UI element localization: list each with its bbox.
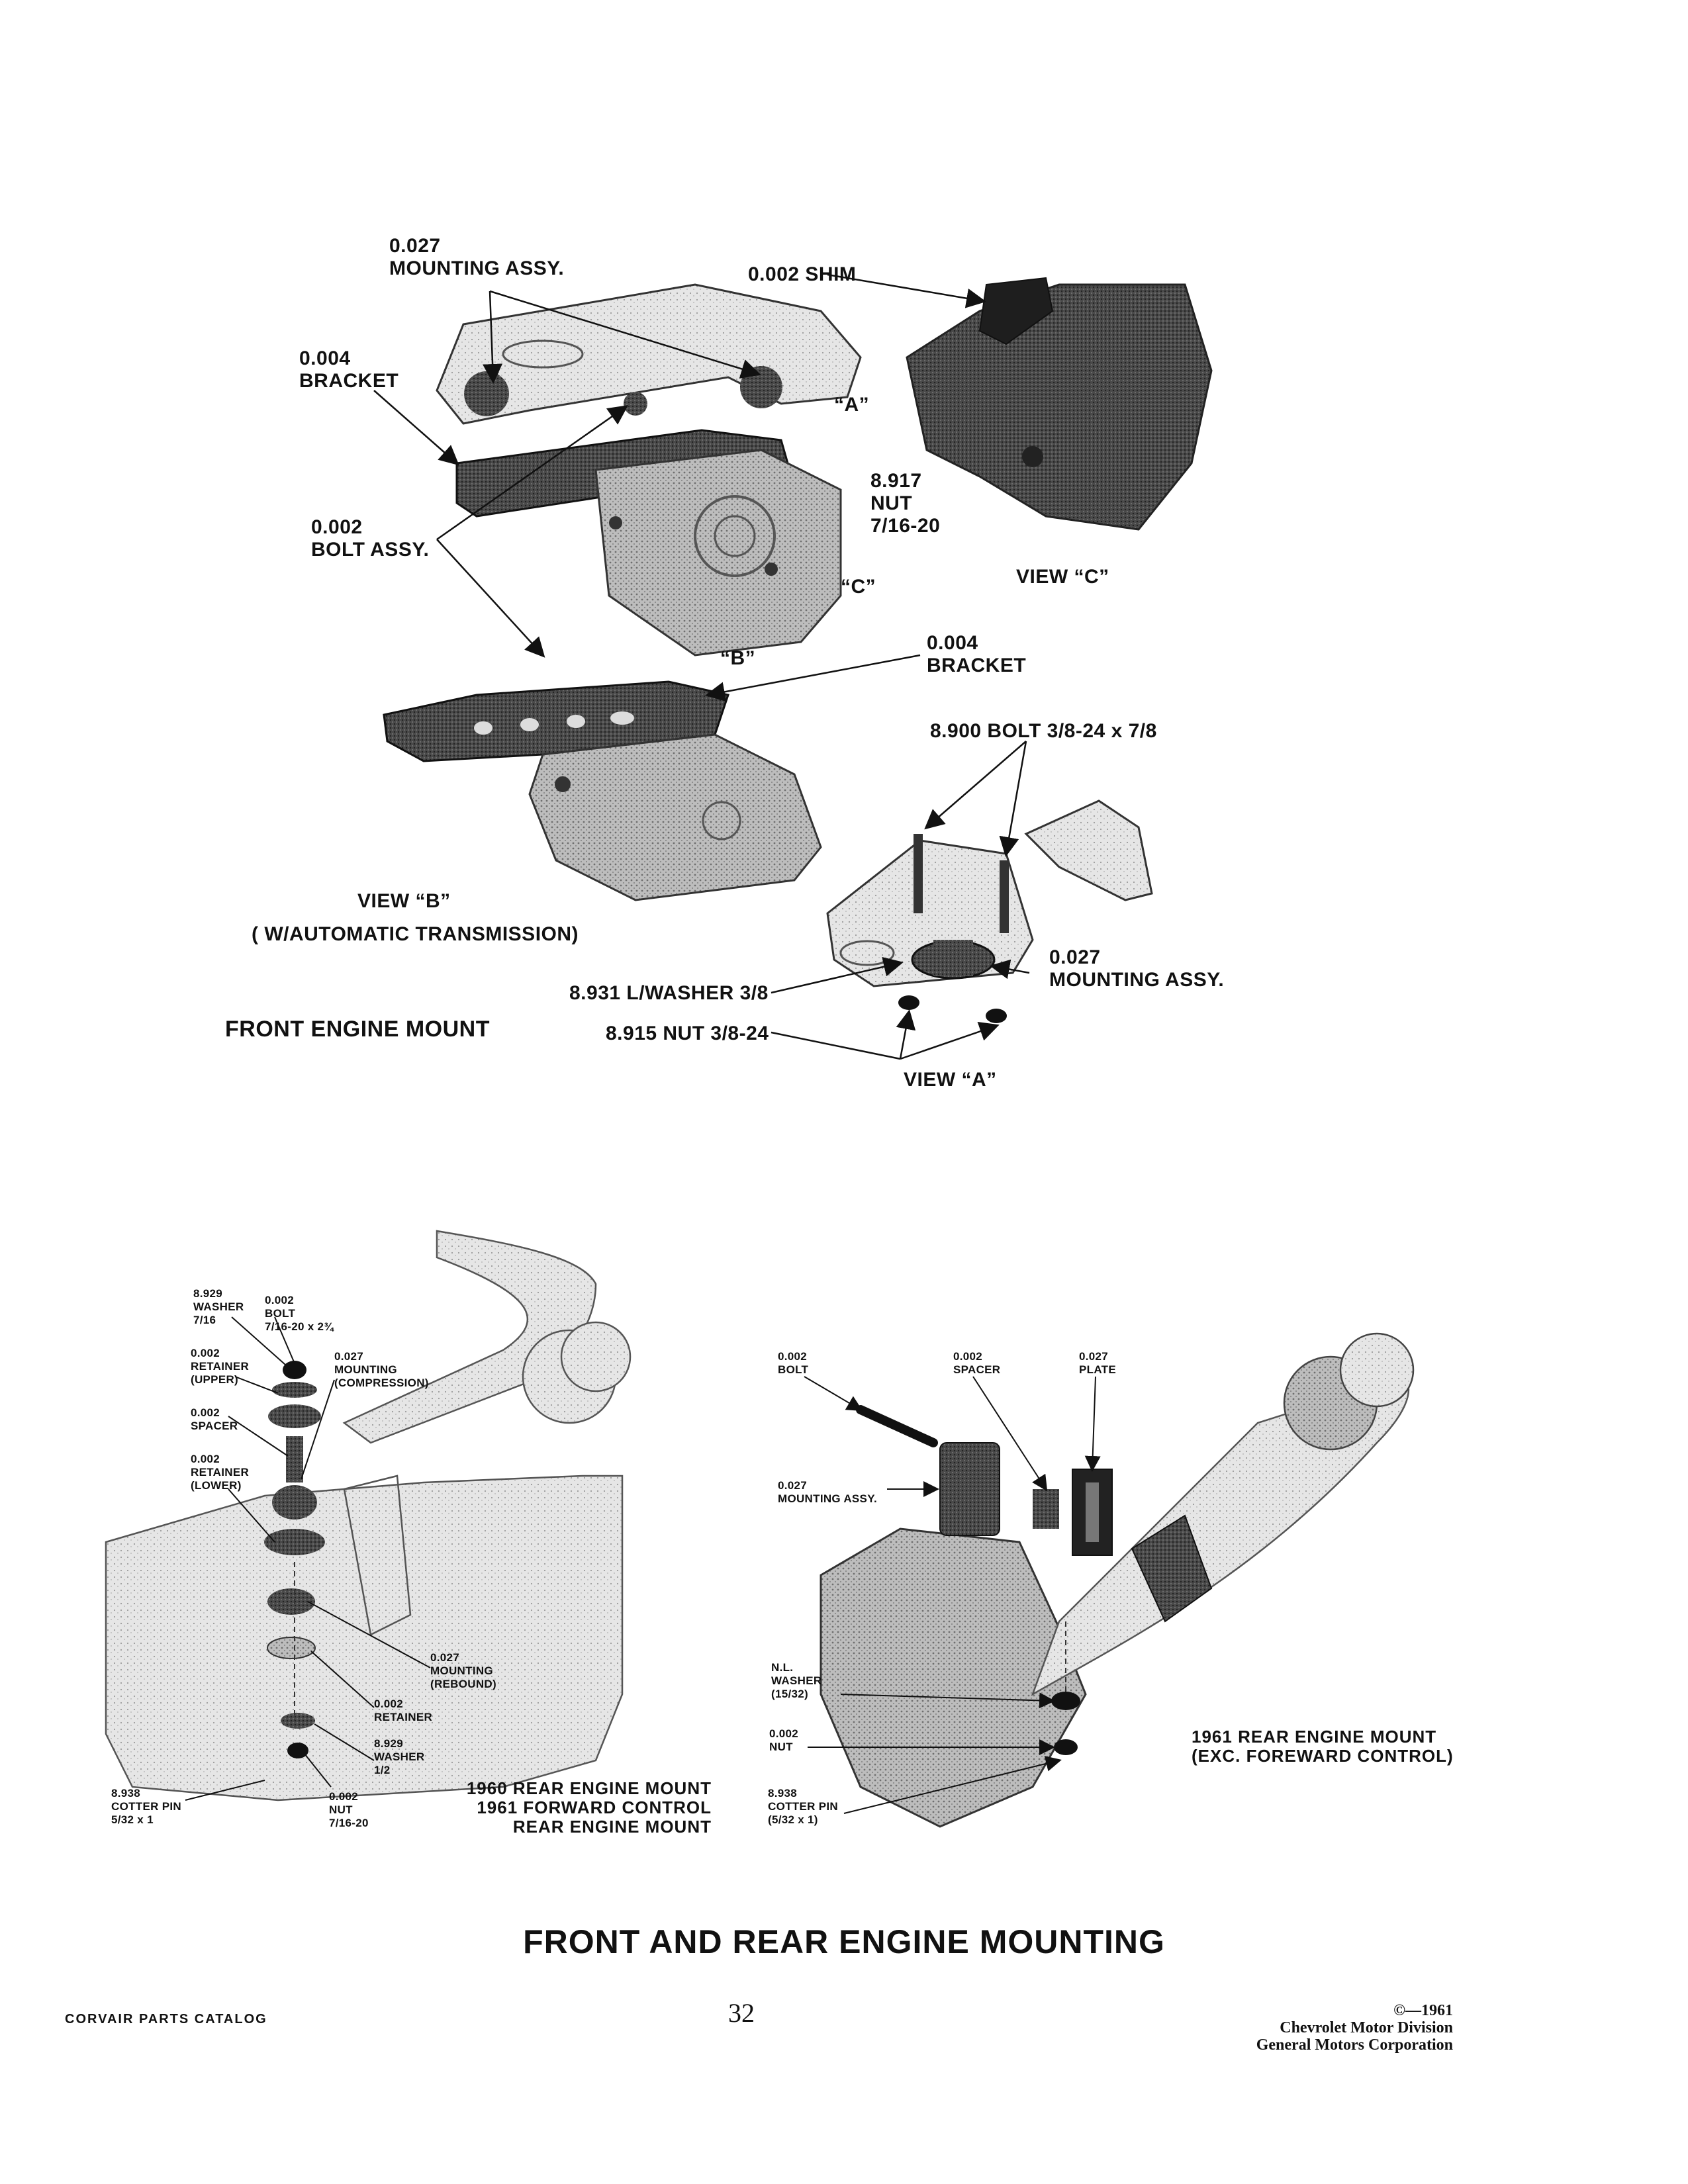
- front-crossmember-art: [436, 283, 862, 657]
- page-title: FRONT AND REAR ENGINE MOUNTING: [523, 1923, 1165, 1960]
- label-bolt-8900: 8.900 BOLT 3/8-24 x 7/8: [930, 720, 1157, 742]
- page-number: 32: [728, 1998, 755, 2028]
- view-a-art: [826, 799, 1153, 1023]
- label-mounting-assy-top: 0.027 MOUNTING ASSY.: [389, 235, 565, 279]
- rear-right-caption: 1961 REAR ENGINE MOUNT (EXC. FOREWARD CO…: [1192, 1727, 1454, 1766]
- label-nut-8917: 8.917 NUT 7/16-20: [870, 470, 941, 537]
- label-nut-right: 0.002 NUT: [769, 1727, 799, 1753]
- label-view-c: VIEW “C”: [1016, 566, 1109, 588]
- front-leader-lines: [373, 273, 1030, 1060]
- label-retainer-lower: 0.002 RETAINER (LOWER): [191, 1453, 250, 1492]
- label-automatic-transmission: ( W/AUTOMATIC TRANSMISSION): [252, 923, 579, 945]
- label-ref-b: “B”: [720, 647, 756, 669]
- label-ref-a: “A”: [834, 394, 870, 416]
- label-spacer-left: 0.002 SPACER: [191, 1406, 238, 1432]
- label-washer-716: 8.929 WASHER 7/16: [193, 1287, 244, 1326]
- view-b-art: [383, 680, 822, 901]
- label-cotter-pin-left: 8.938 COTTER PIN 5/32 x 1: [111, 1787, 181, 1826]
- label-ref-c: “C”: [841, 576, 876, 598]
- label-bolt-right: 0.002 BOLT: [778, 1350, 809, 1376]
- label-bolt-716: 0.002 BOLT 7/16-20 x 2¾: [265, 1294, 334, 1333]
- label-mounting-rebound: 0.027 MOUNTING (REBOUND): [430, 1651, 496, 1690]
- rear-right-art: [820, 1332, 1415, 1828]
- label-mounting-assy-right: 0.027 MOUNTING ASSY.: [1049, 946, 1225, 991]
- label-lock-washer: 8.931 L/WASHER 3/8: [569, 982, 769, 1004]
- label-retainer: 0.002 RETAINER: [374, 1698, 433, 1723]
- label-mounting-assy-rear: 0.027 MOUNTING ASSY.: [778, 1479, 877, 1505]
- rear-left-caption: 1960 REAR ENGINE MOUNT 1961 FORWARD CONT…: [466, 1778, 712, 1837]
- view-c-art: [906, 277, 1213, 531]
- label-bracket-top: 0.004 BRACKET: [299, 347, 399, 392]
- label-cotter-pin-right: 8.938 COTTER PIN (5/32 x 1): [768, 1787, 838, 1826]
- front-engine-mount-title: FRONT ENGINE MOUNT: [225, 1017, 490, 1042]
- label-washer-12: 8.929 WASHER 1/2: [374, 1737, 425, 1776]
- label-shim: 0.002 SHIM: [748, 263, 857, 285]
- label-nut-left: 0.002 NUT 7/16-20: [329, 1790, 369, 1829]
- copyright-block: ©—1961 Chevrolet Motor Division General …: [1256, 2002, 1453, 2054]
- label-nut-8915: 8.915 NUT 3/8-24: [606, 1023, 769, 1044]
- label-view-a: VIEW “A”: [904, 1069, 997, 1091]
- rear-left-art: [105, 1230, 632, 1801]
- catalog-name: CORVAIR PARTS CATALOG: [65, 2012, 267, 2026]
- rear-right-leaders: [804, 1376, 1101, 1814]
- label-plate: 0.027 PLATE: [1079, 1350, 1116, 1376]
- label-mounting-compression: 0.027 MOUNTING (COMPRESSION): [334, 1350, 429, 1389]
- label-retainer-upper: 0.002 RETAINER (UPPER): [191, 1347, 250, 1386]
- label-bolt-assy: 0.002 BOLT ASSY.: [311, 516, 430, 561]
- label-spacer-right: 0.002 SPACER: [953, 1350, 1001, 1376]
- label-view-b: VIEW “B”: [357, 890, 451, 912]
- label-bracket-mid: 0.004 BRACKET: [927, 632, 1027, 676]
- label-nl-washer: N.L. WASHER (15/32): [771, 1661, 822, 1700]
- rear-left-leaders: [185, 1316, 431, 1801]
